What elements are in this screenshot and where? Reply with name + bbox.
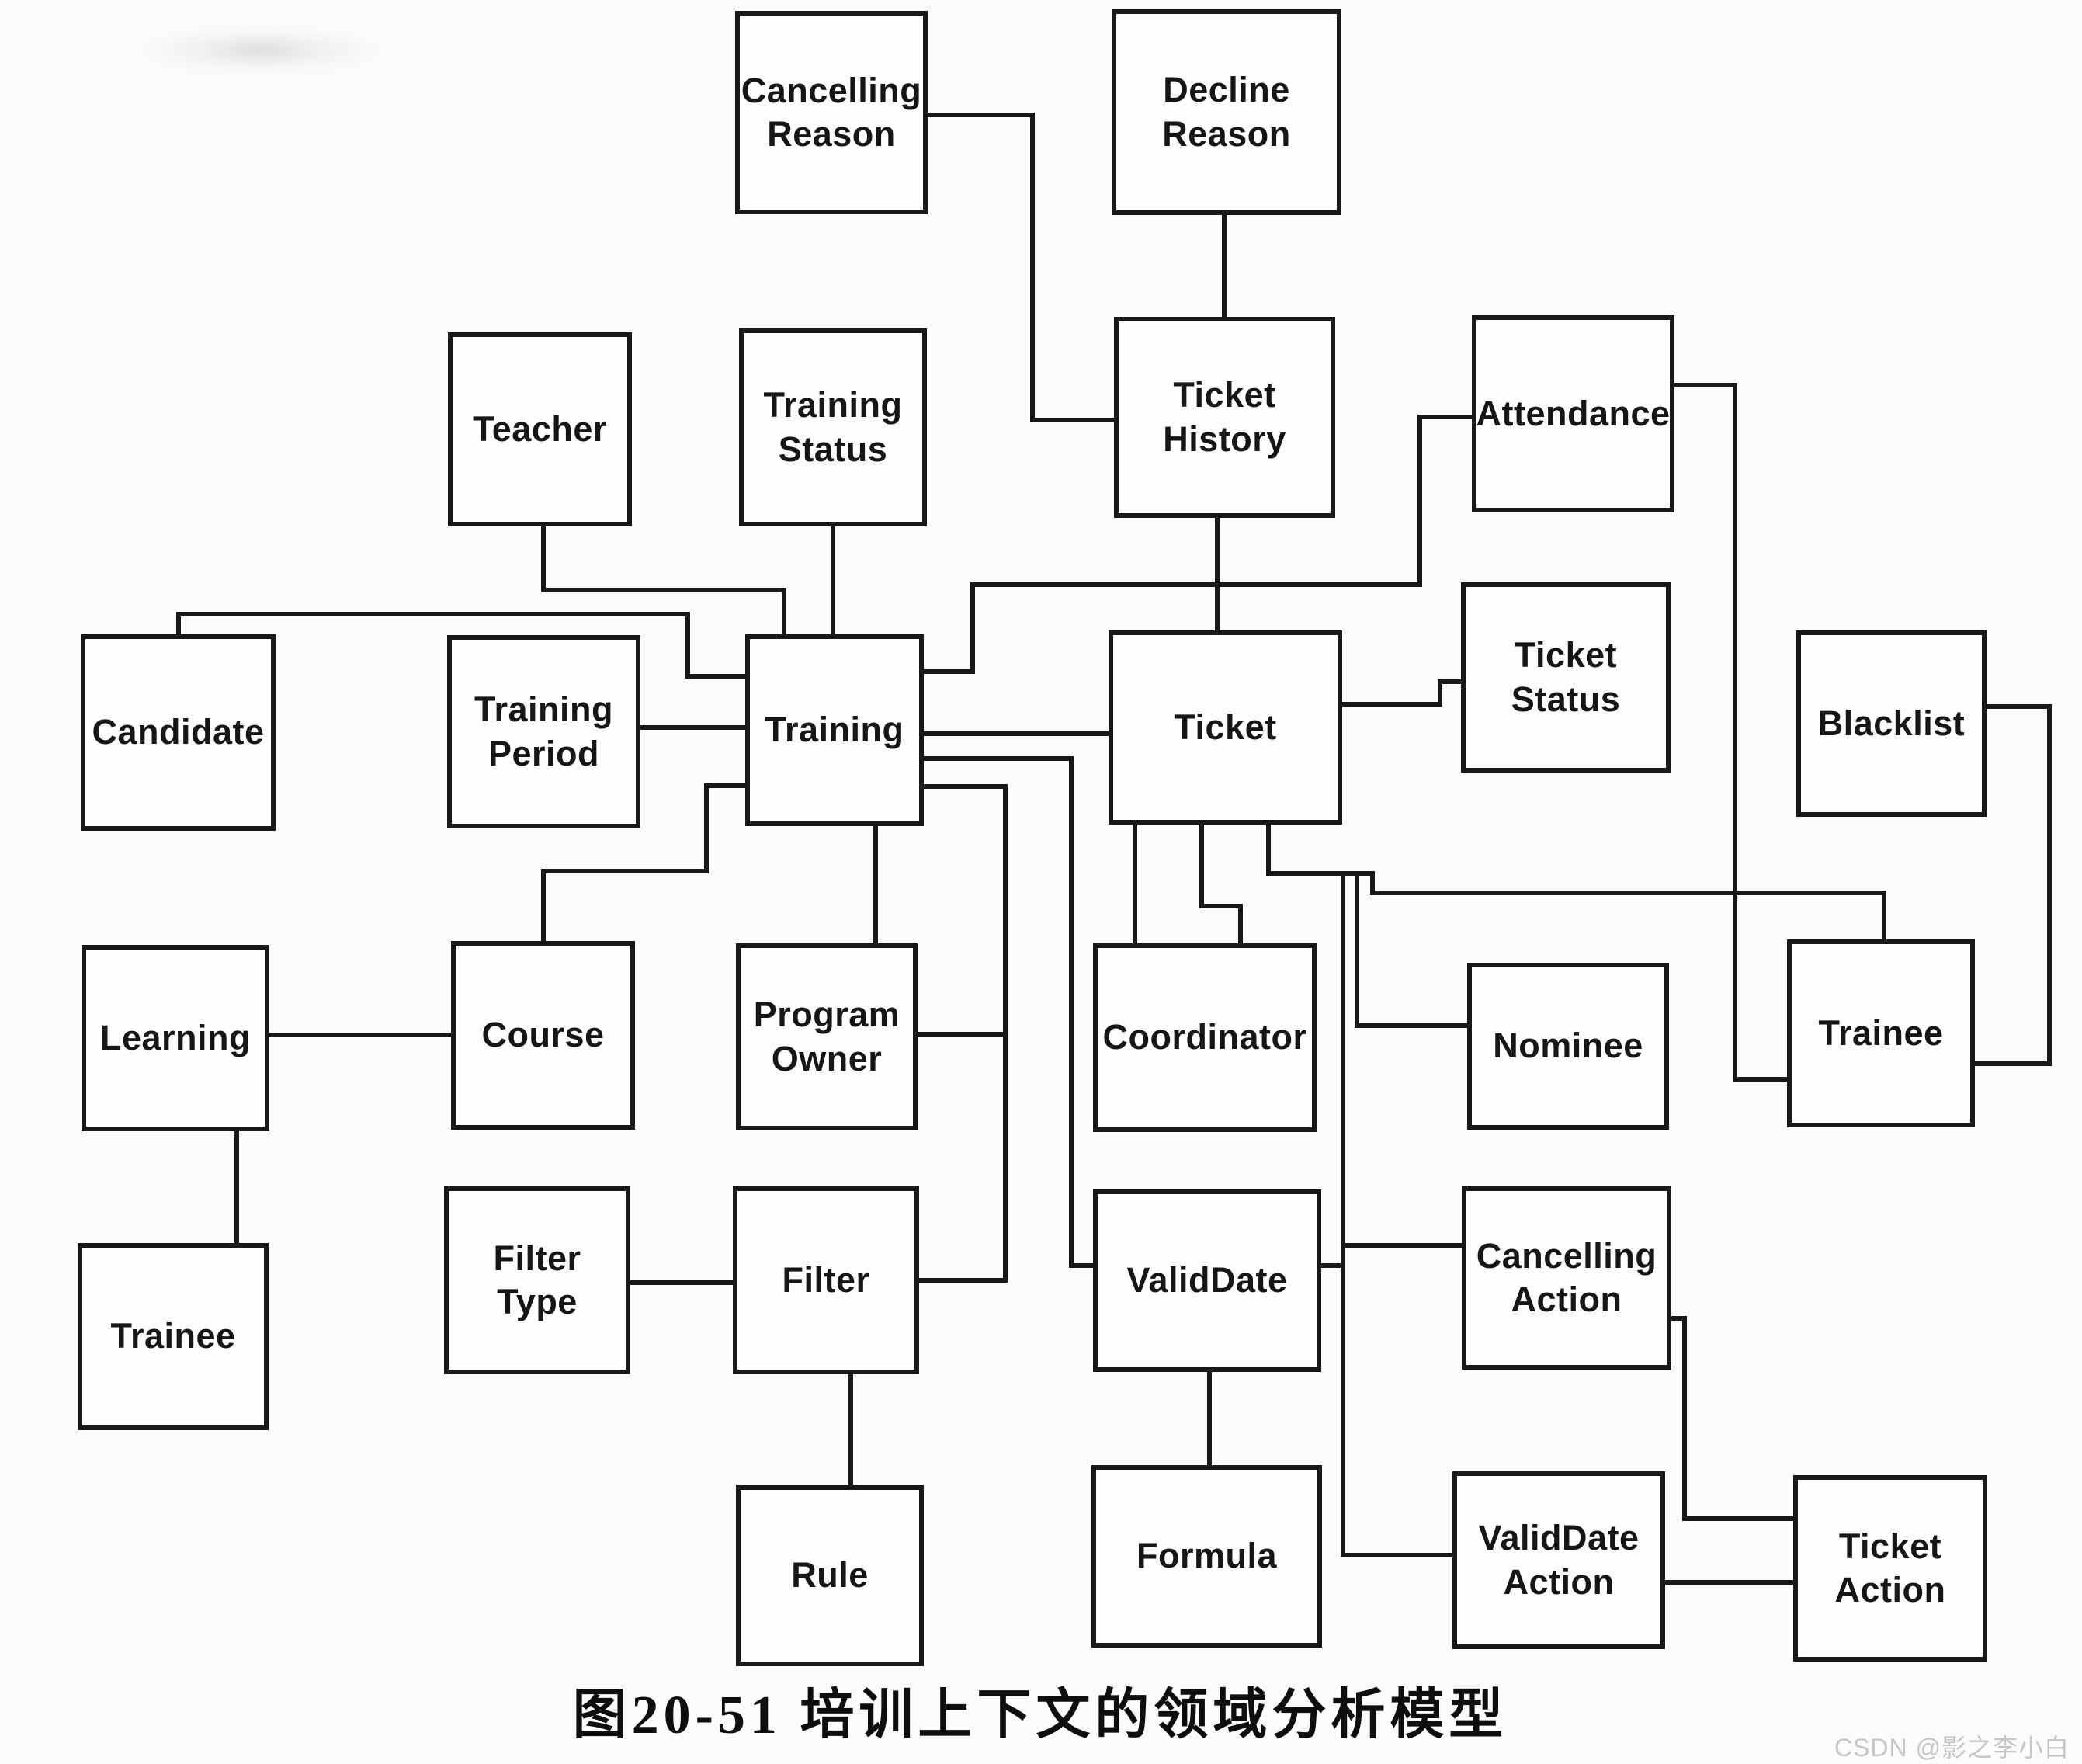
- node-label-program-owner: Program Owner: [753, 995, 900, 1078]
- edge-ticket-trunk-down: [1341, 871, 1455, 1557]
- node-training-period: Training Period: [447, 635, 640, 828]
- node-trainee-right: Trainee: [1787, 939, 1975, 1127]
- node-label-teacher: Teacher: [473, 408, 607, 449]
- node-candidate: Candidate: [81, 634, 276, 831]
- node-valid-date: ValidDate: [1093, 1189, 1321, 1372]
- edge-blacklist-trainee: [1973, 704, 2052, 1066]
- node-filter: Filter: [733, 1186, 919, 1374]
- node-label-learning: Learning: [99, 1017, 252, 1057]
- node-label-cancelling-action: Cancelling Action: [1476, 1235, 1657, 1319]
- node-label-training-status: Training Status: [763, 385, 903, 469]
- node-filter-type: Filter Type: [444, 1186, 630, 1374]
- watermark: CSDN @影之李小白: [1834, 1734, 2070, 1762]
- edge-ticket-nominee: [1355, 871, 1470, 1028]
- node-label-ticket-status: Ticket Status: [1511, 635, 1621, 719]
- edge-attendance-training: [921, 415, 1474, 674]
- node-program-owner: Program Owner: [736, 943, 918, 1130]
- edge-cancellingreason-tickethistory: [925, 113, 1116, 422]
- node-blacklist: Blacklist: [1796, 630, 1987, 817]
- node-learning: Learning: [82, 945, 269, 1131]
- node-ticket-status: Ticket Status: [1461, 582, 1671, 773]
- node-label-rule: Rule: [791, 1555, 869, 1596]
- node-decline-reason: Decline Reason: [1112, 9, 1341, 215]
- node-label-nominee: Nominee: [1493, 1026, 1643, 1066]
- node-label-training-period: Training Period: [474, 689, 613, 773]
- figure-caption: 图20-51 培训上下文的领域分析模型: [572, 1686, 1508, 1745]
- edge-ticket-coordinator-2: [1199, 822, 1243, 946]
- node-label-filter-type: Filter Type: [493, 1238, 581, 1321]
- node-cancelling-action: Cancelling Action: [1462, 1186, 1671, 1370]
- node-label-attendance: Attendance: [1476, 393, 1671, 433]
- node-teacher: Teacher: [448, 332, 632, 526]
- node-ticket: Ticket: [1109, 630, 1342, 825]
- edge-ticket-ticketstatus: [1340, 679, 1463, 707]
- edge-training-validdate: [921, 756, 1095, 1268]
- node-label-ticket: Ticket: [1174, 707, 1277, 747]
- node-rule: Rule: [736, 1485, 924, 1666]
- node-label-ticket-action: Ticket Action: [1834, 1526, 1946, 1609]
- node-label-filter: Filter: [782, 1259, 870, 1300]
- node-label-ticket-history: Ticket History: [1163, 375, 1286, 459]
- node-label-candidate: Candidate: [92, 712, 265, 752]
- edge-teacher-training: [541, 524, 786, 637]
- node-label-coordinator: Coordinator: [1102, 1017, 1307, 1057]
- node-label-validdate-action: ValidDate Action: [1478, 1518, 1640, 1602]
- node-formula: Formula: [1091, 1465, 1322, 1648]
- node-label-valid-date: ValidDate: [1126, 1260, 1288, 1300]
- node-cancelling-reason: Cancelling Reason: [735, 11, 928, 214]
- node-training: Training: [745, 634, 924, 826]
- node-trainee-left: Trainee: [78, 1243, 269, 1430]
- edge-ticket-trainee: [1266, 822, 1886, 942]
- node-ticket-history: Ticket History: [1114, 317, 1335, 518]
- edge-training-course: [541, 783, 748, 943]
- node-label-training: Training: [765, 710, 904, 750]
- node-label-course: Course: [481, 1015, 605, 1055]
- edge-cancellingaction-ticketaction: [1669, 1316, 1796, 1521]
- node-training-status: Training Status: [739, 328, 927, 526]
- node-coordinator: Coordinator: [1093, 943, 1317, 1132]
- node-label-trainee-right: Trainee: [1818, 1012, 1944, 1053]
- edge-candidate-training: [176, 612, 748, 679]
- edge-attendance-trainee: [1672, 383, 1789, 1082]
- node-label-blacklist: Blacklist: [1817, 703, 1966, 743]
- node-label-cancelling-reason: Cancelling Reason: [741, 70, 922, 154]
- node-course: Course: [451, 941, 635, 1130]
- node-label-formula: Formula: [1136, 1536, 1278, 1576]
- node-nominee: Nominee: [1467, 963, 1669, 1130]
- node-validdate-action: ValidDate Action: [1452, 1471, 1665, 1649]
- node-ticket-action: Ticket Action: [1793, 1475, 1987, 1662]
- scan-smudge: [136, 27, 384, 74]
- node-attendance: Attendance: [1472, 315, 1674, 512]
- node-label-decline-reason: Decline Reason: [1162, 70, 1291, 154]
- node-label-trainee-left: Trainee: [110, 1316, 236, 1356]
